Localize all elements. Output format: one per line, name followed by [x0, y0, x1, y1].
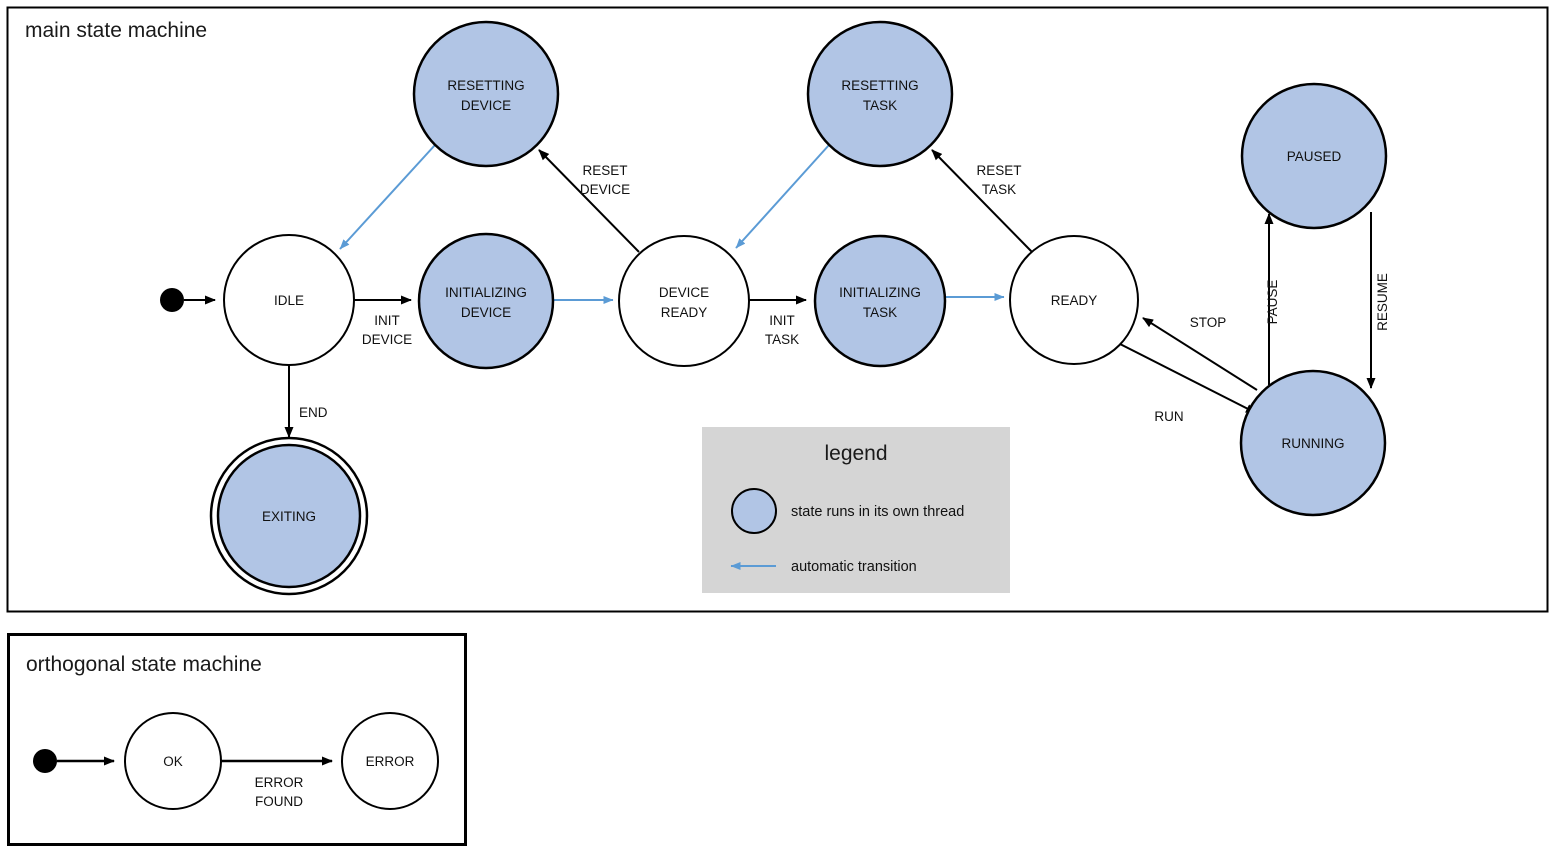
- transition-label-resume: RESUME: [1375, 273, 1390, 331]
- transition-ready-to-resetting-task: RESET TASK: [931, 149, 1033, 253]
- transition-device-ready-to-initializing-task: INIT TASK: [749, 295, 807, 347]
- state-label-resetting-device-line1: RESETTING: [447, 78, 524, 93]
- state-label-device-ready-line2: READY: [661, 305, 708, 320]
- state-exiting[interactable]: EXITING: [209, 436, 369, 596]
- state-error[interactable]: ERROR: [341, 712, 439, 810]
- state-idle[interactable]: IDLE: [223, 234, 355, 366]
- state-label-error: ERROR: [366, 754, 415, 769]
- legend-item-threaded-state: state runs in its own thread: [731, 488, 964, 534]
- transition-paused-to-running: RESUME: [1366, 212, 1390, 389]
- transition-label-init-device-line1: INIT: [374, 313, 400, 328]
- orthogonal-initial-state-marker: [33, 749, 57, 773]
- transition-label-error-found-line2: FOUND: [255, 794, 303, 809]
- transition-label-end: END: [299, 405, 328, 420]
- state-label-exiting: EXITING: [262, 509, 316, 524]
- transition-ok-to-error: ERROR FOUND: [221, 756, 333, 809]
- transition-ready-to-running: RUN: [1119, 343, 1257, 424]
- state-label-initializing-task-line2: TASK: [863, 305, 897, 320]
- state-label-idle: IDLE: [274, 293, 304, 308]
- transition-label-run: RUN: [1154, 409, 1183, 424]
- state-device-ready[interactable]: DEVICE READY: [618, 235, 750, 367]
- orthogonal-state-machine-title: orthogonal state machine: [26, 653, 262, 676]
- transition-label-stop: STOP: [1190, 315, 1227, 330]
- state-paused[interactable]: PAUSED: [1240, 82, 1388, 230]
- legend: legend state runs in its own thread auto…: [702, 427, 1010, 593]
- transition-label-reset-device-line2: DEVICE: [580, 182, 630, 197]
- legend-threaded-state-label: state runs in its own thread: [791, 504, 964, 520]
- state-label-running: RUNNING: [1282, 436, 1345, 451]
- transition-label-reset-task-line2: TASK: [982, 182, 1016, 197]
- transition-label-pause: PAUSE: [1265, 280, 1280, 325]
- legend-threaded-state-icon: [731, 488, 777, 534]
- transition-label-error-found-line1: ERROR: [255, 775, 304, 790]
- state-initializing-task[interactable]: INITIALIZING TASK: [813, 234, 947, 368]
- transition-running-to-ready: STOP: [1142, 315, 1258, 391]
- transition-device-ready-to-resetting-device: RESET DEVICE: [538, 149, 640, 253]
- transition-label-reset-device-line1: RESET: [582, 163, 627, 178]
- state-label-initializing-task-line1: INITIALIZING: [839, 285, 921, 300]
- state-running[interactable]: RUNNING: [1239, 369, 1387, 517]
- state-initializing-device[interactable]: INITIALIZING DEVICE: [417, 232, 555, 370]
- transition-idle-to-exiting: END: [284, 365, 328, 438]
- main-state-machine-title: main state machine: [25, 19, 207, 42]
- state-label-resetting-task-line1: RESETTING: [841, 78, 918, 93]
- transition-label-init-task-line2: TASK: [765, 332, 799, 347]
- state-resetting-device[interactable]: RESETTING DEVICE: [412, 20, 560, 168]
- state-label-resetting-device-line2: DEVICE: [461, 98, 511, 113]
- state-label-resetting-task-line2: TASK: [863, 98, 897, 113]
- transition-label-init-task-line1: INIT: [769, 313, 795, 328]
- transition-running-to-paused: PAUSE: [1264, 213, 1280, 385]
- transition-label-reset-task-line1: RESET: [976, 163, 1021, 178]
- state-resetting-task[interactable]: RESETTING TASK: [806, 20, 954, 168]
- legend-auto-transition-label: automatic transition: [791, 559, 917, 575]
- state-label-initializing-device-line2: DEVICE: [461, 305, 511, 320]
- state-label-paused: PAUSED: [1287, 149, 1342, 164]
- state-label-ok: OK: [163, 754, 183, 769]
- legend-title: legend: [824, 442, 887, 465]
- transition-idle-to-initializing-device: INIT DEVICE: [354, 295, 412, 347]
- state-label-initializing-device-line1: INITIALIZING: [445, 285, 527, 300]
- state-ready[interactable]: READY: [1009, 235, 1139, 365]
- transition-label-init-device-line2: DEVICE: [362, 332, 412, 347]
- legend-item-auto-transition: automatic transition: [730, 559, 917, 575]
- initial-state-marker: [160, 288, 184, 312]
- transition-resetting-device-to-idle: [339, 144, 436, 250]
- state-ok[interactable]: OK: [124, 712, 222, 810]
- state-label-device-ready-line1: DEVICE: [659, 285, 709, 300]
- state-label-ready: READY: [1051, 293, 1098, 308]
- transition-resetting-task-to-device-ready: [735, 144, 830, 249]
